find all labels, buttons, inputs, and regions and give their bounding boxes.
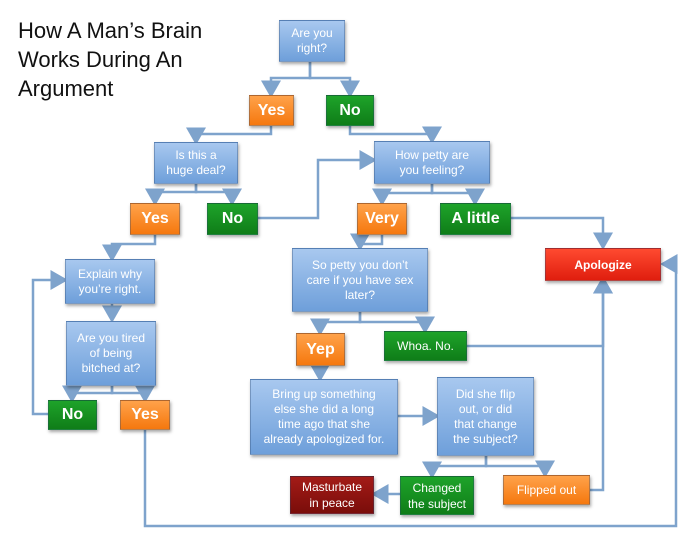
node-whoa-no: Whoa. No. [384, 331, 467, 361]
node-explain-why: Explain why you’re right. [65, 259, 155, 304]
edge-whoa-apologize [467, 276, 613, 348]
node-yep: Yep [296, 333, 345, 366]
node-yes-huge: Yes [130, 203, 180, 235]
node-changed-subject: Changed the subject [400, 476, 474, 515]
edge-right-no [308, 62, 360, 98]
node-tired: Are you tired of being bitched at? [66, 321, 156, 386]
edge-no-petty [348, 126, 442, 144]
node-masturbate: Masturbate in peace [290, 476, 374, 514]
edge-tired-no [62, 385, 114, 403]
edge-tired-yes [110, 385, 155, 403]
edge-flip-changed [422, 456, 488, 479]
edge-yes-huge [186, 126, 273, 145]
node-huge-deal: Is this a huge deal? [154, 142, 238, 184]
edge-flip-flipped [484, 456, 555, 478]
node-flipped-out: Flipped out [503, 475, 590, 505]
node-a-little: A little [440, 203, 511, 235]
node-apologize: Apologize [545, 248, 661, 281]
edge-huge-no [194, 184, 242, 206]
edge-huge-yes [145, 184, 198, 206]
edge-yes-apologize-loop [143, 254, 678, 528]
node-are-you-right: Are you right? [279, 20, 345, 62]
node-very: Very [357, 203, 407, 235]
node-how-petty: How petty are you feeling? [374, 141, 490, 184]
node-yes-right: Yes [249, 95, 294, 126]
node-no-tired: No [48, 400, 97, 430]
edge-little-apologize [511, 216, 613, 250]
node-yes-tired: Yes [120, 400, 170, 430]
edge-sopetty-yep [310, 312, 362, 336]
node-flip-out: Did she flip out, or did that change the… [437, 377, 534, 456]
edge-no-explain-loop [31, 270, 68, 416]
edge-flipped-apologize [590, 276, 613, 492]
node-bring-up: Bring up something else she did a long t… [250, 379, 398, 455]
page-title: How A Man’s Brain Works During An Argume… [18, 18, 203, 101]
node-no-huge: No [207, 203, 258, 235]
edge-sopetty-whoa [358, 312, 435, 334]
edge-nohuge-petty [258, 150, 377, 220]
edge-petty-very [372, 184, 434, 206]
edge-very-sopetty [350, 233, 384, 251]
edge-petty-little [430, 184, 485, 206]
node-no-right: No [326, 95, 374, 126]
edge-right-yes [261, 62, 312, 98]
node-so-petty: So petty you don’t care if you have sex … [292, 248, 428, 312]
edge-yes-explain [102, 235, 157, 262]
